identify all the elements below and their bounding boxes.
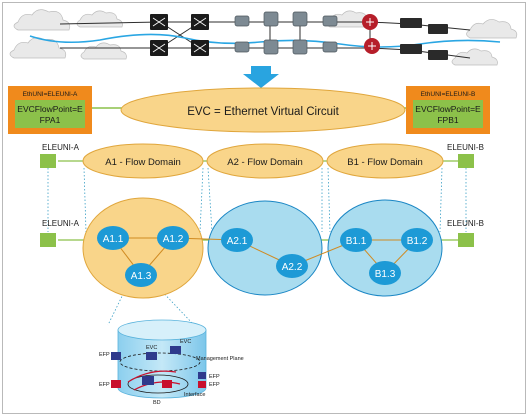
node-b11: B1.1: [340, 228, 372, 252]
router-icon: [263, 39, 279, 55]
svg-text:A1.1: A1.1: [103, 234, 124, 245]
flow-domain-a2-label: A2 - Flow Domain: [227, 157, 303, 168]
router-icon: [322, 41, 338, 53]
router-icon: [263, 11, 279, 27]
interface-box-icon: [142, 376, 154, 385]
router-icon: [234, 41, 250, 53]
svg-text:A2.2: A2.2: [282, 262, 303, 273]
left-evc-box: EthUNI=ELEUNI-A EVCFlowPoint=E FPA1: [8, 86, 92, 134]
svg-text:B1.2: B1.2: [407, 236, 428, 247]
flow-domain-b1-label: B1 - Flow Domain: [347, 157, 423, 168]
svg-text:A2.1: A2.1: [227, 236, 248, 247]
router-icon: [292, 39, 308, 55]
interface-box-icon: [162, 380, 172, 388]
server-icon: [428, 24, 448, 34]
node-row: ELEUNI-A ELEUNI-B A1.1 A1.2: [40, 197, 484, 299]
evc-box-icon: [146, 352, 157, 360]
cloud-icon: [80, 42, 127, 60]
flow-right-port: [458, 154, 474, 168]
cloud-icon: [13, 9, 71, 31]
router-icon: [292, 11, 308, 27]
device-evc-label-b: EVC: [180, 339, 191, 345]
svg-text:A1.3: A1.3: [131, 271, 152, 282]
server-icon: [400, 44, 422, 54]
cloud-icon: [326, 10, 373, 28]
device-detail: EVC EVC Management Plane EFP EFP EFP EFP…: [99, 319, 244, 406]
svg-text:A1.2: A1.2: [163, 234, 184, 245]
domain-a1: [82, 197, 204, 299]
evc-label: EVC = Ethernet Virtual Circuit: [187, 106, 339, 118]
cloud-icon: [466, 19, 518, 39]
node-b13: B1.3: [369, 261, 401, 285]
flow-left-port: [40, 154, 56, 168]
router-icon: [322, 15, 338, 27]
node-a22: A2.2: [276, 254, 308, 278]
device-management-plane-label: Management Plane: [196, 356, 244, 362]
device-efp-label-right1: EFP: [209, 374, 220, 380]
cloud-icon: [9, 37, 67, 59]
flow-right-port-label: ELEUNI-B: [447, 143, 484, 152]
right-evc-box: EthUNI=ELEUNI-B EVCFlowPoint=E FPB1: [406, 86, 490, 134]
evc-box-icon: [170, 346, 181, 354]
node-left-port: [40, 233, 56, 247]
flow-left-port-label: ELEUNI-A: [42, 143, 80, 152]
cloud-icon: [451, 48, 498, 66]
server-icon: [400, 18, 422, 28]
node-a12: A1.2: [157, 226, 189, 250]
flow-domain-row: ELEUNI-A A1 - Flow Domain A2 - Flow Doma…: [40, 143, 484, 179]
device-bd-label: BD: [153, 400, 161, 406]
right-box-line1: EVCFlowPoint=E: [415, 104, 481, 114]
right-box-line2: FPB1: [437, 115, 459, 125]
device-efp-label-top: EFP: [99, 352, 110, 358]
flow-domain-a1: [82, 143, 204, 179]
right-box-header: EthUNI=ELEUNI-B: [421, 91, 476, 98]
node-a13: A1.3: [125, 263, 157, 287]
device-cylinder: [117, 329, 207, 399]
cloud-icon: [76, 10, 123, 28]
flow-domain-a1-label: A1 - Flow Domain: [105, 157, 181, 168]
efp-box-icon: [111, 352, 121, 360]
device-cylinder-top: [117, 319, 207, 341]
node-a11: A1.1: [97, 226, 129, 250]
device-efp-label-left: EFP: [99, 382, 110, 388]
flow-domain-a2: [206, 143, 324, 179]
server-icon: [428, 50, 448, 60]
node-a21: A2.1: [221, 228, 253, 252]
down-arrow-icon: [243, 66, 279, 88]
efp-box-icon: [198, 372, 206, 379]
bd-ellipse: [127, 374, 189, 394]
router-icon: [234, 15, 250, 27]
efp-box-icon: [198, 381, 206, 388]
left-box-line1: EVCFlowPoint=E: [17, 104, 83, 114]
svg-text:B1.1: B1.1: [346, 236, 367, 247]
node-b12: B1.2: [401, 228, 433, 252]
left-box-line2: FPA1: [40, 115, 61, 125]
node-left-port-label: ELEUNI-A: [42, 219, 80, 228]
node-right-port-label: ELEUNI-B: [447, 219, 484, 228]
evc-ellipse: [120, 87, 406, 133]
left-box-header: EthUNI=ELEUNI-A: [23, 91, 78, 98]
efp-box-icon: [111, 380, 121, 388]
flow-domain-b1: [326, 143, 444, 179]
device-interface-label: Interface: [184, 392, 205, 398]
svg-text:B1.3: B1.3: [375, 269, 396, 280]
node-right-port: [458, 233, 474, 247]
evc-row: EVC = Ethernet Virtual Circuit EthUNI=EL…: [8, 86, 490, 134]
domain-b1: [327, 199, 443, 297]
device-evc-label-a: EVC: [146, 345, 157, 351]
device-efp-label-right2: EFP: [209, 382, 220, 388]
network-topology-strip: [9, 9, 518, 66]
